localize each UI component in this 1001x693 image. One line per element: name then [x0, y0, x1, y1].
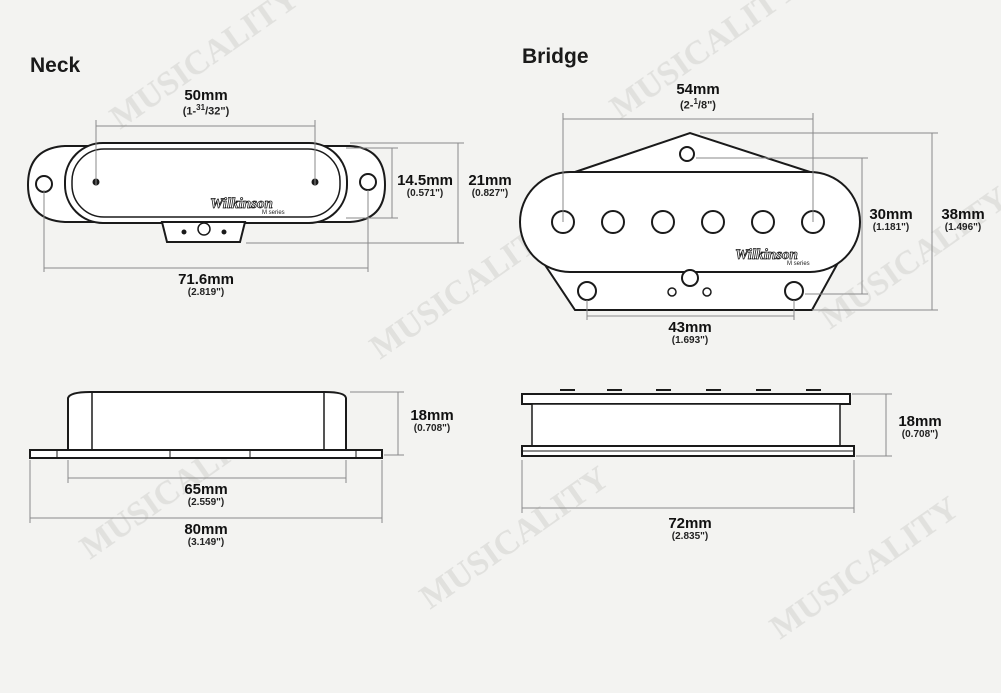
bridge-side-view: [521, 389, 855, 457]
bridge-pole-3: [651, 210, 675, 234]
neck-top-view: [26, 142, 387, 243]
neck-side-cover: [67, 391, 347, 451]
bridge-top-view: [519, 131, 861, 311]
bridge-pole-4: [701, 210, 725, 234]
label-neck-total: 21mm (0.827"): [468, 172, 512, 199]
watermark-text: MUSICALITY: [763, 489, 965, 646]
bridge-title: Bridge: [522, 45, 589, 68]
bridge-dim-lines: [562, 113, 938, 320]
bridge-mount-hole-right: [784, 281, 804, 301]
neck-dim-lines: [43, 120, 464, 272]
label-neck-length: 71.6mm (2.819"): [178, 271, 234, 298]
neck-tab-dot-right: [221, 229, 227, 235]
label-bridge-coil: 30mm (1.181"): [869, 206, 913, 233]
neck-side-view: [29, 391, 383, 459]
label-neck-coil: 14.5mm (0.571"): [397, 172, 453, 199]
label-neck-side-height: 18mm (0.708"): [410, 407, 454, 434]
bridge-pole-5: [751, 210, 775, 234]
label-bridge-mount: 43mm (1.693"): [668, 319, 712, 346]
label-bridge-total: 38mm (1.496"): [941, 206, 985, 233]
bridge-side-dim-lines: [521, 393, 892, 513]
label-neck-width: 50mm (1-31/32"): [182, 87, 230, 118]
label-bridge-side-height: 18mm (0.708"): [898, 413, 942, 440]
neck-side-dim-lines: [29, 391, 404, 523]
neck-tab-hole: [197, 222, 211, 236]
neck-tab-dot-left: [181, 229, 187, 235]
label-neck-side-total: 80mm (3.149"): [184, 521, 228, 548]
neck-logo-series: M series: [262, 210, 285, 216]
bridge-center-hole: [681, 269, 699, 287]
neck-mount-hole-right: [359, 173, 377, 191]
bridge-side-top-plate: [521, 393, 851, 405]
label-bridge-width: 54mm (2-1/8"): [676, 81, 720, 112]
neck-title: Neck: [30, 54, 81, 77]
neck-cover-inner: [71, 148, 341, 218]
label-bridge-side-total: 72mm (2.835"): [668, 515, 712, 542]
bridge-mount-hole-left: [577, 281, 597, 301]
label-neck-side-inner: 65mm (2.559"): [184, 481, 228, 508]
neck-logo: Wilkinson: [210, 196, 273, 212]
neck-mount-hole-left: [35, 175, 53, 193]
bridge-small-hole-right: [702, 287, 712, 297]
watermark-text: MUSICALITY: [413, 459, 615, 616]
bridge-logo: Wilkinson: [735, 247, 798, 263]
bridge-logo-series: M series: [787, 261, 810, 267]
neck-side-baseplate: [29, 449, 383, 459]
bridge-side-body: [531, 403, 841, 447]
bridge-pole-2: [601, 210, 625, 234]
bridge-small-hole-left: [667, 287, 677, 297]
bridge-top-hole: [679, 146, 695, 162]
